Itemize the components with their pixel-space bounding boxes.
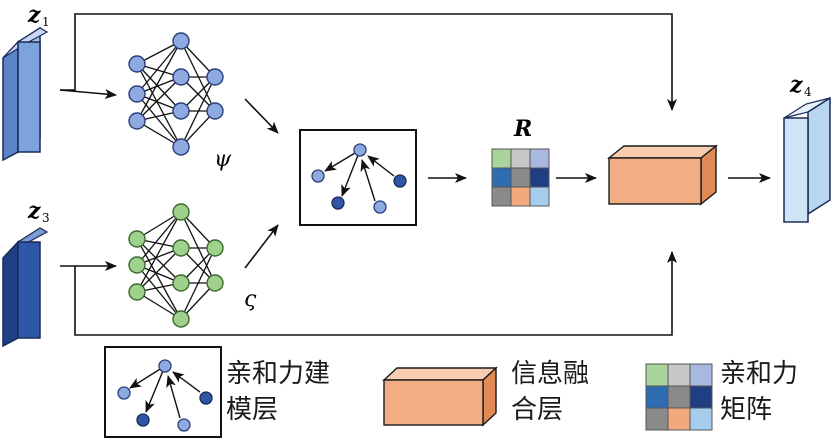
- varsigma-node: [128, 256, 146, 274]
- legend-fusion-icon: [382, 366, 498, 427]
- psi-node: [128, 85, 146, 103]
- arrow-psi-to-affinity: [244, 98, 279, 134]
- varsigma-node: [206, 274, 224, 292]
- affinity-node: [393, 174, 407, 188]
- z3-face: [17, 241, 41, 339]
- affinity-node: [311, 169, 325, 183]
- fusion-layer-block: [607, 144, 718, 206]
- z3-subscript: 3: [42, 211, 50, 225]
- affinity-node: [331, 196, 345, 210]
- legend-matrix-icon: [645, 363, 713, 431]
- z3-label: z: [27, 198, 41, 224]
- z1-face: [17, 41, 41, 153]
- bypass-arrow-top: [60, 13, 677, 111]
- arrow-z1-to-psi: [59, 89, 117, 100]
- input-block-z1: [2, 26, 49, 162]
- z4-subscript: 4: [804, 85, 812, 99]
- neural-network-varsigma: [128, 203, 224, 328]
- affinity-matrix: [491, 148, 550, 207]
- legend-affinity-modeling-label-2: 模层: [226, 395, 278, 425]
- varsigma-node: [172, 203, 190, 221]
- legend-fusion-label-2: 合层: [511, 395, 563, 425]
- affinity-node: [373, 200, 387, 214]
- bypass-arrow-bottom: [60, 251, 677, 336]
- legend-affinity-modeling-label-1: 亲和力建: [226, 359, 330, 389]
- z1-left-side: [2, 40, 19, 162]
- legend-matrix-label-1: 亲和力: [720, 359, 798, 389]
- affinity-modeling-layer: [299, 129, 417, 226]
- psi-node: [172, 68, 190, 86]
- psi-node: [128, 112, 146, 130]
- input-block-z3: [2, 227, 49, 348]
- varsigma-node: [206, 239, 224, 257]
- matrix-label-R: R: [513, 116, 532, 142]
- psi-node: [172, 138, 190, 156]
- varsigma-node: [128, 230, 146, 248]
- varsigma-node: [172, 274, 190, 292]
- z1-label: z: [27, 2, 41, 28]
- z4-right-side: [807, 96, 831, 216]
- psi-node: [172, 102, 190, 120]
- varsigma-node: [128, 283, 146, 301]
- output-block-z4: [783, 96, 831, 223]
- psi-node: [128, 55, 146, 73]
- legend-fusion-label-1: 信息融: [511, 359, 589, 389]
- varsigma-node: [172, 310, 190, 328]
- varsigma-node: [172, 239, 190, 257]
- arrow-varsigma-to-affinity: [244, 224, 279, 269]
- neural-network-psi: [128, 32, 224, 156]
- varsigma-label: ς: [244, 287, 257, 312]
- affinity-center-node: [353, 143, 367, 157]
- legend-affinity-modeling-icon: [104, 346, 222, 438]
- z1-subscript: 1: [42, 15, 50, 29]
- psi-node: [206, 68, 224, 86]
- psi-node: [172, 32, 190, 50]
- psi-label: ψ: [214, 147, 232, 172]
- z3-left-side: [2, 240, 19, 348]
- legend-matrix-label-2: 矩阵: [720, 395, 772, 425]
- psi-node: [206, 102, 224, 120]
- z4-face: [783, 117, 809, 223]
- z4-label: z: [789, 72, 803, 98]
